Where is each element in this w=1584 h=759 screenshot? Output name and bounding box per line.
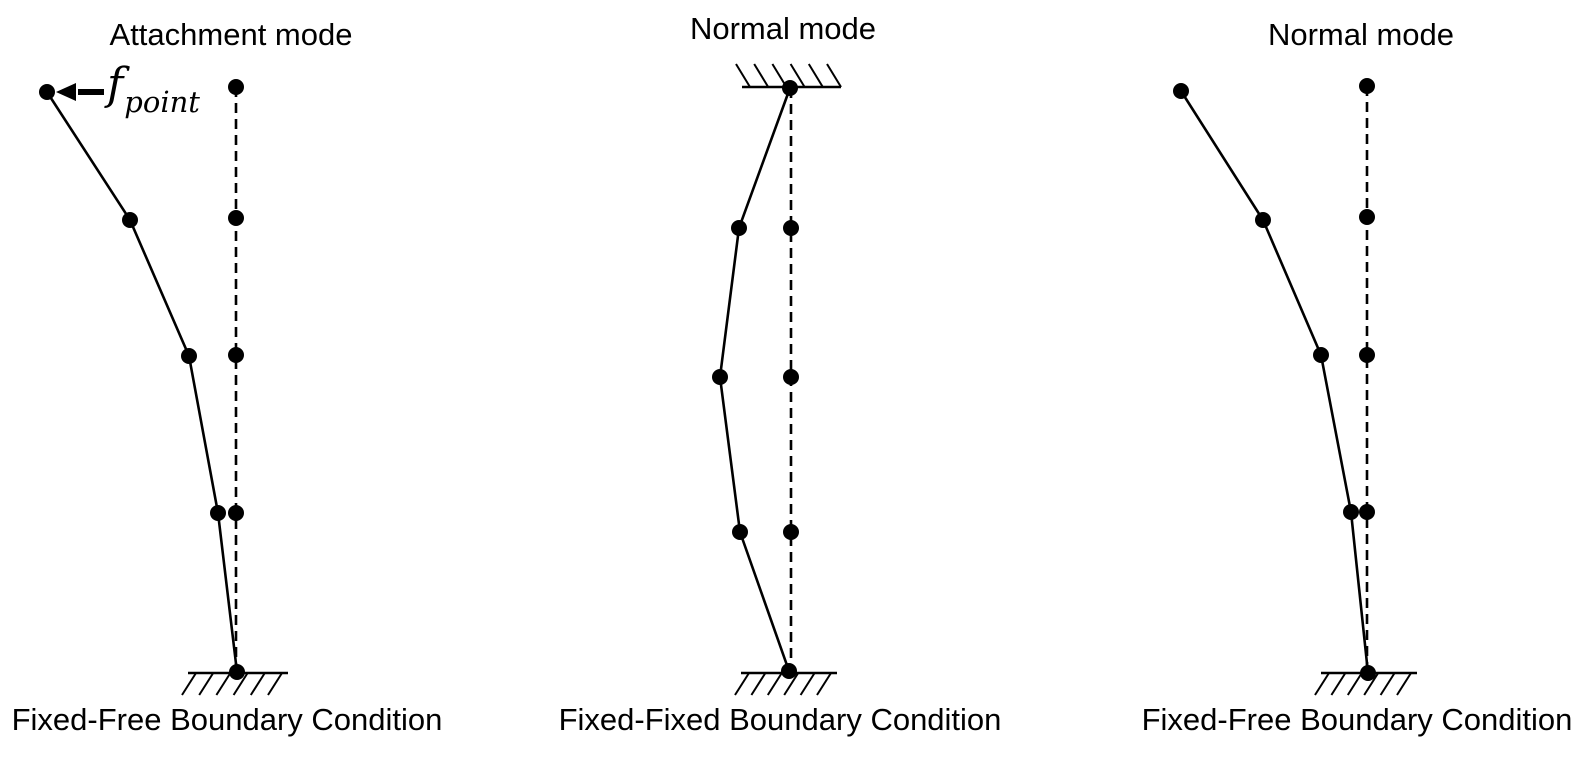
panel-3-drawing xyxy=(1173,78,1417,696)
hatch-stroke xyxy=(267,672,283,696)
hatch-stroke xyxy=(816,672,832,696)
hatch-stroke xyxy=(734,672,750,696)
force-point-label: fpoint xyxy=(107,63,200,117)
node-dot xyxy=(732,524,748,540)
node-dot xyxy=(731,220,747,236)
node-dot xyxy=(1359,209,1375,225)
hatch-stroke xyxy=(783,672,800,696)
node-dot xyxy=(781,663,797,679)
node-dot xyxy=(783,220,799,236)
hatch-stroke xyxy=(807,63,824,88)
node-dot xyxy=(228,347,244,363)
hatch-stroke xyxy=(1314,672,1330,696)
panel-caption-fixed-fixed: Fixed-Fixed Boundary Condition xyxy=(558,702,1002,737)
hatch-stroke xyxy=(215,672,232,696)
hatch-stroke xyxy=(1396,672,1412,696)
mode-shape-polyline xyxy=(1179,90,1370,674)
node-dot xyxy=(1359,347,1375,363)
node-dot xyxy=(228,210,244,226)
node-dot xyxy=(783,369,799,385)
hatch-stroke xyxy=(1346,672,1363,696)
node-dot xyxy=(229,664,245,680)
node-dot xyxy=(1173,83,1189,99)
node-dot xyxy=(181,348,197,364)
node-dot xyxy=(1360,665,1376,681)
fixed-support-ground xyxy=(181,671,288,696)
hatch-stroke xyxy=(232,672,249,696)
hatch-stroke xyxy=(249,672,266,696)
mode-shape-polyline xyxy=(718,87,792,672)
panel-title-normal-mode-middle: Normal mode xyxy=(689,11,877,46)
panel-title-attachment-mode: Attachment mode xyxy=(109,17,353,52)
hatch-stroke xyxy=(1330,672,1347,696)
node-dot xyxy=(1359,78,1375,94)
hatch-stroke xyxy=(826,63,842,88)
node-dot xyxy=(39,84,55,100)
node-dot xyxy=(210,505,226,521)
node-dot xyxy=(1343,504,1359,520)
panel-caption-fixed-free-left: Fixed-Free Boundary Condition xyxy=(11,702,443,737)
hatch-stroke xyxy=(181,672,197,696)
hatch-stroke xyxy=(766,672,783,696)
hatch-stroke xyxy=(1379,672,1396,696)
node-dot xyxy=(1359,504,1375,520)
hatch-stroke xyxy=(753,63,770,88)
hatch-stroke xyxy=(735,63,751,88)
hatch-stroke xyxy=(198,672,215,696)
node-dot xyxy=(783,524,799,540)
hatch-stroke xyxy=(789,63,806,88)
node-dot xyxy=(228,79,244,95)
panel-1-drawing xyxy=(39,79,288,696)
node-dot xyxy=(228,505,244,521)
node-dot xyxy=(1255,212,1271,228)
force-arrow-icon xyxy=(56,83,104,101)
force-symbol: f xyxy=(107,59,124,110)
hatch-stroke xyxy=(1363,672,1380,696)
node-dot xyxy=(712,369,728,385)
force-arrow-head xyxy=(56,83,76,101)
node-dot xyxy=(782,80,798,96)
node-dot xyxy=(1313,347,1329,363)
panel-title-normal-mode-right: Normal mode xyxy=(1267,17,1455,52)
hatch-stroke xyxy=(799,672,816,696)
hatch-stroke xyxy=(750,672,767,696)
panel-caption-fixed-free-right: Fixed-Free Boundary Condition xyxy=(1141,702,1573,737)
panel-2-drawing xyxy=(712,63,842,696)
node-dot xyxy=(122,212,138,228)
mode-shape-polyline xyxy=(45,91,239,673)
force-subscript: point xyxy=(124,85,200,119)
